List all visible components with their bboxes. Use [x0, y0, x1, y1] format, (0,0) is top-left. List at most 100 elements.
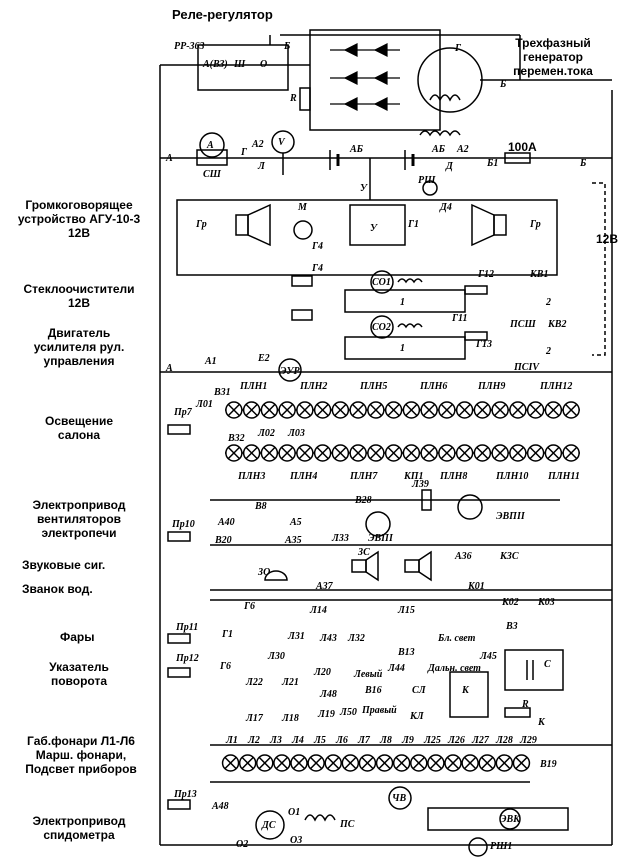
label-generator-line3: перемен.тока — [513, 64, 593, 78]
marker-lamp-13 — [427, 754, 445, 772]
ref-evp1: ЭВПI — [368, 533, 393, 544]
label-marker-lights-line1: Габ.фонари Л1-Л6 — [27, 734, 135, 748]
ref-pr11: Пр11 — [176, 622, 199, 633]
marker-lamp-11 — [392, 754, 411, 772]
ref-l39: Л39 — [412, 479, 429, 490]
ref-rr: РР-363 — [174, 41, 205, 52]
marker-lamp-9 — [358, 754, 377, 772]
ref-rsh: РШ — [418, 175, 436, 186]
label-wipers-line2: 12В — [67, 296, 90, 310]
label-generator-line1: Трехфазный — [515, 36, 591, 50]
ref-l30: Л30 — [268, 651, 285, 662]
cabin-lamp-bottom-10 — [384, 444, 403, 462]
wiper-res-g13 — [464, 331, 488, 341]
label-turn-indicator-line1: Указатель — [49, 660, 109, 674]
ref-psch3: ПСШ — [510, 319, 536, 330]
marker-lamp-18 — [512, 754, 531, 772]
marker-lamp-15 — [461, 754, 479, 772]
label-marker-lights: Габ.фонари Л1-Л6 Марш. фонари, Подсвет п… — [4, 734, 158, 776]
ref-c: С — [544, 659, 551, 670]
ref-v19: В19 — [540, 759, 557, 770]
label-heater-fans-line3: электропечи — [41, 526, 117, 540]
ref-kl: КЛ — [410, 711, 424, 722]
fuse-pr13 — [167, 799, 191, 810]
label-cabin-light-line2: салона — [57, 428, 101, 442]
ref-a-steer: А — [166, 363, 173, 374]
evk-box — [427, 807, 569, 831]
ref-g6: Г6 — [244, 601, 256, 612]
ref-k-a: К — [462, 685, 469, 696]
ref-a36: А36 — [455, 551, 472, 562]
ref-v13: В13 — [398, 647, 415, 658]
agu-frame — [176, 199, 558, 276]
ref-ps: ПС — [340, 819, 355, 830]
ref-a5: А5 — [290, 517, 302, 528]
turn-relay-box — [449, 649, 564, 718]
cabin-lamp-bottom-6 — [313, 444, 332, 462]
ref-n1-b: 1 — [400, 343, 405, 354]
speedo-motor-ds — [255, 810, 285, 840]
ref-shunt: СШ — [203, 169, 221, 180]
label-wipers: Стеклоочистители 12В — [4, 282, 154, 310]
marker-lamp-14 — [444, 754, 462, 772]
ref-zo: ЗО — [258, 567, 271, 578]
ref-l03: Л03 — [288, 428, 305, 439]
ref-l15: Л15 — [398, 605, 415, 616]
cabin-lamp-bottom-12 — [420, 444, 438, 462]
cabin-lamp-top-14 — [455, 401, 474, 419]
ref-a35: А35 — [285, 535, 302, 546]
ref-l14: Л14 — [310, 605, 327, 616]
cabin-lamp-bottom-16 — [491, 444, 509, 462]
ref-v20: В20 — [215, 535, 232, 546]
ref-a2-left: А2 — [252, 139, 264, 150]
battery-1 — [329, 150, 340, 170]
ref-l02: Л02 — [258, 428, 275, 439]
ref-l-row-12: Л27 — [472, 735, 489, 746]
ref-ds: ДС — [262, 820, 276, 831]
ref-y-amp: У — [370, 223, 377, 234]
ref-l-row-10: Л25 — [424, 735, 441, 746]
cabin-lamp-bottom-4 — [278, 444, 296, 462]
ref-g1: Г1 — [408, 219, 420, 230]
ref-o: О — [260, 59, 268, 70]
rectifier-diodes — [330, 43, 400, 111]
cabin-lamp-top-8 — [349, 401, 367, 419]
ref-gr-left: Гр — [196, 219, 207, 230]
fuse-pr11 — [167, 633, 191, 644]
ref-n1-a: 1 — [400, 297, 405, 308]
ref-g11: Г11 — [452, 313, 468, 324]
ref-l45: Л45 — [480, 651, 497, 662]
fuse-pr12 — [167, 667, 191, 678]
ref-o3: О3 — [290, 835, 303, 846]
bell-zo — [264, 570, 288, 581]
wiper-resistor-2 — [291, 309, 313, 321]
ref-y: У — [360, 183, 367, 194]
ref-n2-b: 2 — [546, 346, 551, 357]
ref-gr-right: Гр — [530, 219, 541, 230]
label-cabin-light: Освещение салона — [4, 414, 154, 442]
ref-pln-bot-5: ПЛН8 — [440, 471, 468, 482]
cabin-lamp-top-2 — [242, 401, 261, 419]
ref-g4-a: Г4 — [312, 241, 324, 252]
ref-pln-top-3: ПЛН5 — [360, 381, 388, 392]
ref-a37: А37 — [316, 581, 333, 592]
ref-v8: В8 — [255, 501, 267, 512]
ref-pln-top-4: ПЛН6 — [420, 381, 448, 392]
ref-kv1: КВ1 — [530, 269, 549, 280]
ref-psch4: ПСIV — [514, 362, 540, 373]
ref-a48: А48 — [212, 801, 229, 812]
cabin-lamp-top-19 — [544, 401, 563, 419]
label-12v-right: 12В — [596, 232, 619, 246]
cabin-lamp-bottom-18 — [526, 444, 545, 462]
ref-a-bus: А — [166, 153, 173, 164]
relay-rsh — [422, 180, 438, 196]
cabin-lamp-top-6 — [313, 401, 332, 419]
cabin-lamps-bottom — [225, 444, 580, 462]
horn-1 — [351, 550, 379, 582]
label-agu-line1: Громкоговорящее — [25, 198, 133, 212]
cabin-lamp-bottom-20 — [562, 444, 580, 462]
ref-l44: Л44 — [388, 663, 405, 674]
marker-lamp-1 — [221, 754, 240, 772]
ref-pln-top-5: ПЛН9 — [478, 381, 506, 392]
